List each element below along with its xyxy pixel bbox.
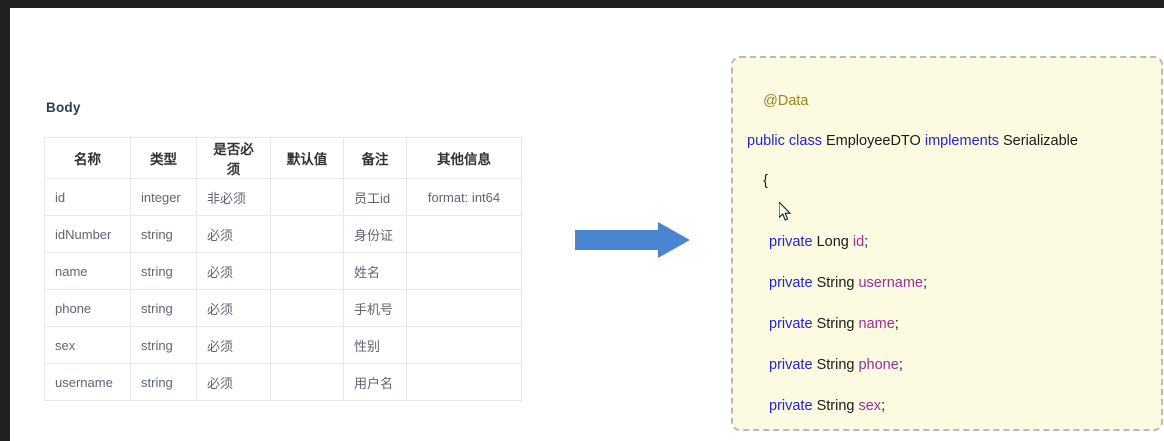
keyword-private: private	[769, 398, 813, 414]
table-row: sex string 必须 性别	[44, 326, 522, 364]
field-type: String	[816, 398, 855, 414]
cell-type: string	[130, 252, 197, 290]
interface-name: Serializable	[1003, 133, 1078, 149]
cell-other: format: int64	[406, 178, 522, 216]
cell-type: string	[130, 363, 197, 401]
field-type: String	[816, 316, 855, 332]
table-row: username string 必须 用户名	[44, 363, 522, 401]
cell-required: 必须	[196, 363, 271, 401]
window-chrome-left-bar	[0, 0, 10, 441]
column-header-required: 是否必须	[196, 137, 271, 179]
cell-other	[406, 289, 522, 327]
cell-remark: 用户名	[343, 363, 407, 401]
cell-required: 必须	[196, 289, 271, 327]
column-header-remark: 备注	[343, 137, 407, 179]
code-line-field-name: private String name;	[747, 314, 1147, 334]
code-line-annotation: @Data	[747, 71, 1147, 131]
cell-name: name	[44, 252, 131, 290]
cell-default	[270, 289, 344, 327]
column-header-default: 默认值	[270, 137, 344, 179]
cell-type: integer	[130, 178, 197, 216]
cell-remark: 员工id	[343, 178, 407, 216]
cell-default	[270, 252, 344, 290]
code-line-field-id: private Long id;	[747, 232, 1147, 252]
table-row: id integer 非必须 员工id format: int64	[44, 178, 522, 216]
java-code-panel: @Data public class EmployeeDTO implement…	[731, 56, 1163, 431]
cell-type: string	[130, 326, 197, 364]
cell-default	[270, 215, 344, 253]
field-type: String	[816, 357, 855, 373]
semicolon: ;	[864, 234, 869, 250]
cell-default	[270, 363, 344, 401]
keyword-public-class: public class	[747, 133, 822, 149]
table-row: phone string 必须 手机号	[44, 289, 522, 327]
brace-open: {	[763, 173, 768, 189]
cell-remark: 姓名	[343, 252, 407, 290]
field-name-name: name	[858, 316, 895, 332]
cell-name: phone	[44, 289, 131, 327]
code-line-field-sex: private String sex;	[747, 396, 1147, 416]
cell-type: string	[130, 215, 197, 253]
cell-other	[406, 326, 522, 364]
api-parameter-table: 名称 类型 是否必须 默认值 备注 其他信息 id integer 非必须 员工…	[44, 137, 522, 401]
keyword-private: private	[769, 275, 813, 291]
cell-name: sex	[44, 326, 131, 364]
cell-required: 非必须	[196, 178, 271, 216]
code-line-open-brace: {	[747, 151, 1147, 211]
window-chrome-top-bar	[0, 0, 1164, 8]
cell-name: id	[44, 178, 131, 216]
cell-remark: 性别	[343, 326, 407, 364]
column-header-type: 类型	[130, 137, 197, 179]
cell-default	[270, 326, 344, 364]
cell-required: 必须	[196, 252, 271, 290]
keyword-private: private	[769, 357, 813, 373]
field-name-sex: sex	[858, 398, 882, 414]
class-name: EmployeeDTO	[825, 133, 921, 149]
cell-default	[270, 178, 344, 216]
cell-name: idNumber	[44, 215, 131, 253]
cell-remark: 身份证	[343, 215, 407, 253]
code-line-field-phone: private String phone;	[747, 355, 1147, 375]
semicolon: ;	[898, 357, 903, 373]
cell-remark: 手机号	[343, 289, 407, 327]
api-doc-pane: Body 名称 类型 是否必须 默认值 备注 其他信息 id integer 非…	[44, 100, 524, 401]
page-title: Body	[46, 100, 81, 115]
column-header-name: 名称	[44, 137, 131, 179]
field-name-username: username	[858, 275, 923, 291]
field-type: String	[816, 275, 855, 291]
cell-other	[406, 363, 522, 401]
semicolon: ;	[881, 398, 886, 414]
semicolon: ;	[922, 275, 927, 291]
code-line-class-declaration: public class EmployeeDTO implements Seri…	[747, 131, 1147, 151]
cell-required: 必须	[196, 215, 271, 253]
semicolon: ;	[894, 316, 899, 332]
keyword-private: private	[769, 234, 813, 250]
field-name-phone: phone	[858, 357, 899, 373]
right-arrow-icon	[575, 222, 690, 258]
cell-name: username	[44, 363, 131, 401]
field-type: Long	[816, 234, 849, 250]
field-name-id: id	[852, 234, 865, 250]
keyword-implements: implements	[924, 133, 999, 149]
table-header-row: 名称 类型 是否必须 默认值 备注 其他信息	[44, 137, 522, 179]
column-header-other: 其他信息	[406, 137, 522, 179]
cell-other	[406, 215, 522, 253]
cell-type: string	[130, 289, 197, 327]
keyword-private: private	[769, 316, 813, 332]
code-line-field-username: private String username;	[747, 273, 1147, 293]
cell-required: 必须	[196, 326, 271, 364]
table-row: name string 必须 姓名	[44, 252, 522, 290]
cell-other	[406, 252, 522, 290]
annotation-data: @Data	[763, 93, 809, 109]
table-row: idNumber string 必须 身份证	[44, 215, 522, 253]
